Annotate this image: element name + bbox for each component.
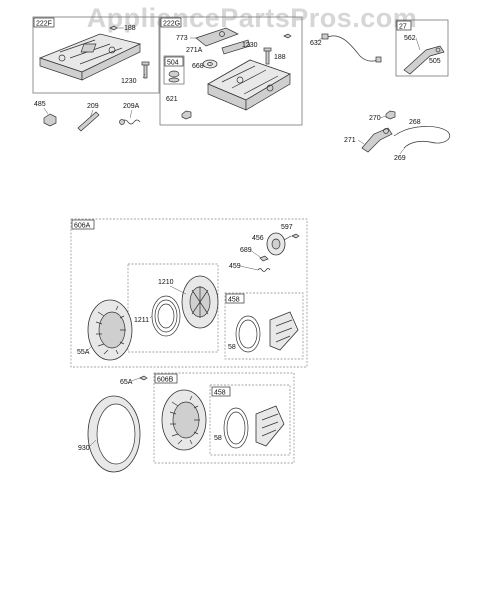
part-label-271: 271	[344, 137, 356, 144]
part-label-505: 505	[429, 58, 441, 65]
part-label-930: 930	[78, 445, 90, 452]
starter-housing-55a	[87, 299, 133, 361]
screw-65a	[139, 375, 148, 381]
watermark: AppliancePartsPros.com	[87, 3, 418, 33]
lever-271	[361, 127, 393, 153]
group-222g-tag	[160, 17, 182, 28]
part-label-55a: 55A	[77, 349, 90, 356]
group-27-tag	[396, 20, 412, 31]
lever-27	[403, 45, 445, 75]
group-458-b-tag	[211, 386, 231, 397]
part-label-268: 268	[409, 119, 421, 126]
lever-773	[195, 27, 239, 47]
stud-1230b	[263, 47, 272, 65]
part-label-621: 621	[166, 96, 178, 103]
part-label-1211: 1211	[134, 317, 149, 324]
part-label-58b: 58	[214, 435, 222, 442]
washer-668	[202, 59, 218, 69]
group-458-a-id: 458	[228, 297, 240, 304]
group-27: 27 562 505	[395, 19, 449, 77]
pulley-1210	[181, 275, 219, 329]
group-504-id: 504	[167, 60, 179, 67]
pulley-box	[127, 263, 219, 353]
part-label-632: 632	[310, 40, 322, 47]
group-222g-id: 222G	[163, 21, 180, 28]
stud-1230a	[141, 61, 150, 79]
group-222f-frame	[32, 16, 160, 94]
bracket-271a	[221, 39, 251, 55]
part-label-209: 209	[87, 103, 99, 110]
guard-930	[87, 395, 141, 473]
group-222f-tag	[33, 17, 55, 28]
group-606b: 606B 458 58	[153, 372, 295, 464]
part-label-65a: 65A	[120, 379, 133, 386]
spring-459	[257, 268, 271, 272]
screw-188b	[283, 33, 292, 39]
part-label-668: 668	[192, 63, 204, 70]
part-label-1210: 1210	[158, 279, 174, 286]
part-label-1230a: 1230	[121, 78, 137, 85]
part-label-456: 456	[252, 235, 264, 242]
screw-597	[283, 233, 300, 241]
group-458-b: 458 58	[209, 384, 291, 456]
group-27-id: 27	[399, 24, 407, 31]
part-label-270: 270	[369, 115, 381, 122]
spring-209a	[119, 119, 141, 125]
group-504-tag	[164, 56, 184, 67]
base-plate-222f	[38, 33, 142, 81]
group-27-frame	[395, 19, 449, 77]
part-label-485: 485	[34, 101, 46, 108]
part-label-1230b: 1230	[242, 42, 258, 49]
group-222g-frame	[159, 16, 303, 126]
spring-1211	[151, 295, 181, 337]
starter-cup-456	[266, 232, 286, 256]
group-458-a-frame	[224, 292, 304, 360]
group-606b-id: 606B	[157, 377, 174, 384]
part-label-209a: 209A	[123, 103, 140, 110]
group-606a-tag	[71, 219, 95, 230]
group-606a-id: 606A	[74, 223, 91, 230]
group-458-a-tag	[225, 293, 245, 304]
group-606b-tag	[154, 373, 178, 384]
group-606b-frame	[153, 372, 295, 464]
leader-lines	[43, 37, 421, 447]
group-222g: 222G 773 271A 1230 188	[159, 16, 303, 126]
part-label-269: 269	[394, 155, 406, 162]
part-label-597: 597	[281, 224, 293, 231]
part-label-271a: 271A	[186, 47, 203, 54]
group-606a-frame	[70, 218, 308, 368]
part-label-773: 773	[176, 35, 188, 42]
group-606a: 606A 456 597 689 459 1210	[70, 218, 308, 368]
screw-188a	[109, 25, 124, 31]
pawl-689	[259, 255, 269, 262]
group-222f: 222F 188 1230	[32, 16, 160, 94]
part-label-689: 689	[240, 247, 252, 254]
part-label-562: 562	[404, 35, 416, 42]
part-label-188a: 188	[124, 25, 136, 32]
part-label-188b: 188	[274, 54, 286, 61]
group-458-b-frame	[209, 384, 291, 456]
part-label-58a: 58	[228, 344, 236, 351]
clip-485	[43, 113, 57, 127]
starter-housing-606b	[161, 389, 207, 451]
group-504: 504	[163, 55, 185, 85]
group-504-frame	[163, 55, 185, 85]
cable-632	[321, 33, 382, 63]
cable-268	[393, 126, 451, 149]
nut-270	[385, 110, 396, 120]
base-plate-222g	[207, 59, 291, 111]
bolt-209	[77, 111, 100, 132]
group-458-b-id: 458	[214, 390, 226, 397]
part-label-459: 459	[229, 263, 241, 270]
nut-621	[181, 110, 192, 120]
group-458-a: 458 58	[224, 292, 304, 360]
group-222f-id: 222F	[36, 21, 52, 28]
